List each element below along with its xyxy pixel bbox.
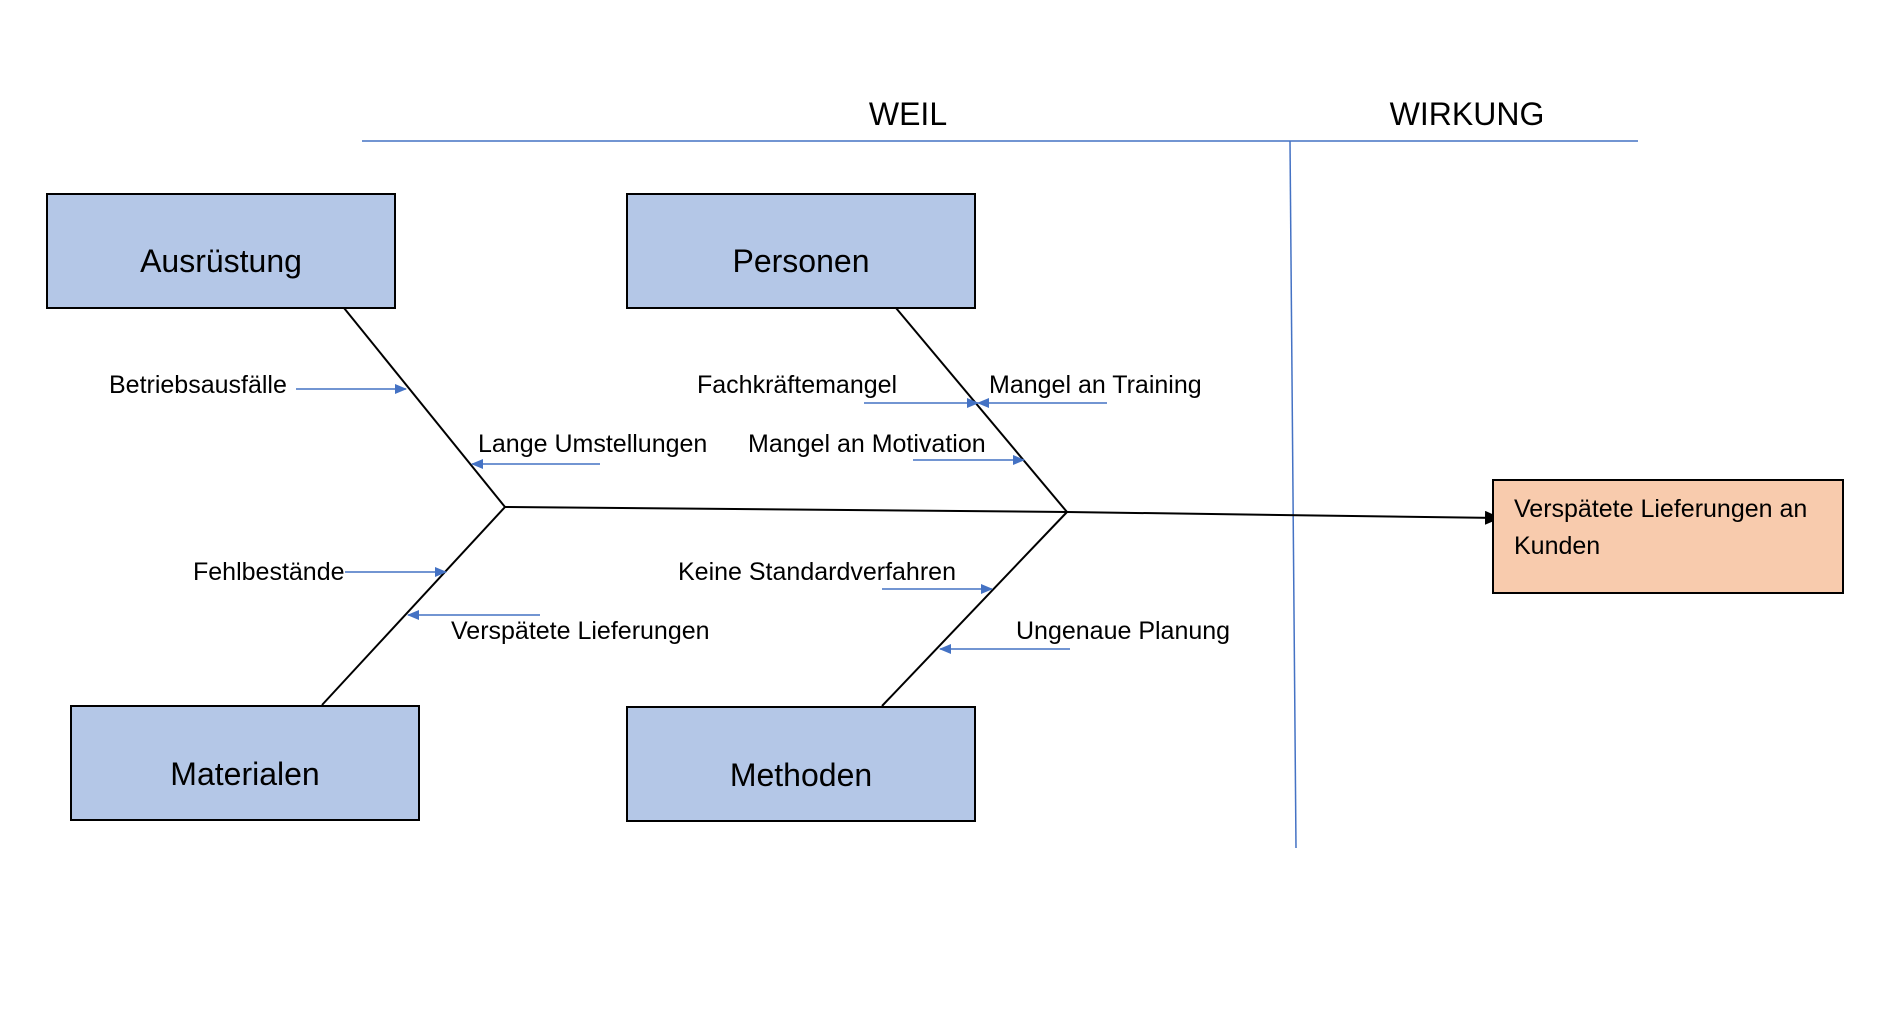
category-label-people: Personen	[732, 243, 870, 279]
header-effect-label: WIRKUNG	[1389, 96, 1545, 132]
category-box-people: Personen	[626, 193, 976, 309]
cause-label-lange-umstellungen: Lange Umstellungen	[478, 430, 708, 458]
cause-label-fehlbestaende: Fehlbestände	[193, 558, 345, 586]
effect-label: Verspätete Lieferungen an Kunden	[1514, 495, 1808, 560]
category-label-methods: Methoden	[729, 757, 873, 793]
cause-label-mangel-an-motivation: Mangel an Motivation	[748, 430, 986, 458]
bone-equipment	[343, 307, 506, 508]
effect-box: Verspätete Lieferungen an Kunden	[1492, 479, 1844, 594]
category-label-equipment: Ausrüstung	[140, 243, 302, 279]
category-box-methods: Methoden	[626, 706, 976, 822]
cause-label-betriebsausfaelle: Betriebsausfälle	[109, 371, 287, 399]
category-box-equipment: Ausrüstung	[46, 193, 396, 309]
cause-label-keine-standardverfahren: Keine Standardverfahren	[678, 558, 956, 586]
vertical-divider-line	[1289, 140, 1297, 849]
cause-label-mangel-an-training: Mangel an Training	[989, 371, 1202, 399]
cause-label-verspaetete-lieferungen: Verspätete Lieferungen	[451, 617, 710, 645]
bone-materials	[321, 506, 506, 706]
spine-effect-arrow	[1066, 510, 1501, 525]
category-label-materials: Materialen	[170, 756, 320, 792]
cause-label-fachkraeftemangel: Fachkräftemangel	[697, 371, 898, 399]
bone-people	[895, 307, 1068, 513]
category-box-materials: Materialen	[70, 705, 420, 821]
header-cause-label: WEIL	[868, 96, 948, 132]
bone-methods	[881, 511, 1068, 707]
spine-line	[504, 506, 1068, 513]
cause-label-ungenaue-planung: Ungenaue Planung	[1016, 617, 1231, 645]
